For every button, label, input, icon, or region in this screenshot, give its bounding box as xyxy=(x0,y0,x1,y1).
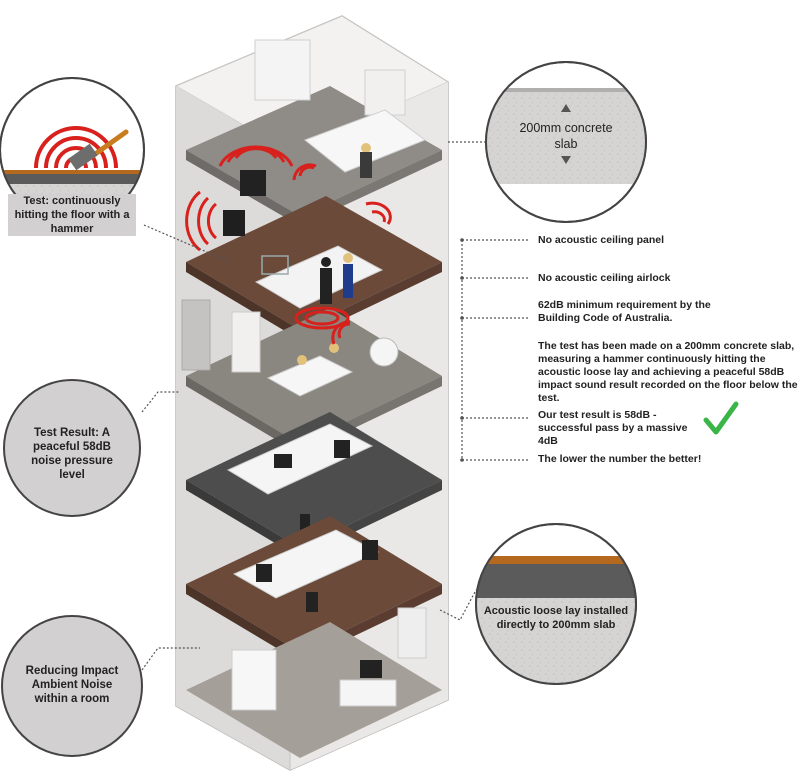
note-lower-better: The lower the number the better! xyxy=(538,453,702,465)
floor-bedroom xyxy=(186,39,442,226)
sound-waves-icon xyxy=(185,145,392,345)
up-down-arrow-icon xyxy=(561,104,571,164)
underlay-label: Acoustic loose lay installed directly to… xyxy=(483,605,629,631)
callout-slab xyxy=(485,61,647,223)
result-label: Test Result: A peaceful 58dB noise press… xyxy=(31,427,113,481)
note-test-description: The test has been made on a 200mm concre… xyxy=(538,340,798,404)
reducing-label: Reducing Impact Ambient Noise within a r… xyxy=(25,665,119,705)
note-building-code: 62dB minimum requirement by the Building… xyxy=(538,299,711,324)
sound-waves-icon xyxy=(34,126,118,169)
note-test-result: Our test result is 58dB - successful pas… xyxy=(538,409,688,447)
hammer-icon xyxy=(68,129,129,171)
floor-office-dark xyxy=(186,412,442,558)
checkmark-icon xyxy=(703,401,739,435)
building-tower xyxy=(174,15,450,771)
callout-result xyxy=(3,379,141,517)
note-dots xyxy=(460,238,464,462)
slab-label: 200mm concrete slab xyxy=(519,121,613,151)
note-no-ceiling-airlock: No acoustic ceiling airlock xyxy=(538,272,671,284)
floor-living xyxy=(186,196,442,340)
test-label: Test: continuously hitting the floor wit… xyxy=(8,194,136,236)
note-no-ceiling-panel: No acoustic ceiling panel xyxy=(538,234,665,246)
floor-boutique xyxy=(186,607,442,758)
callout-reducing xyxy=(1,615,143,757)
